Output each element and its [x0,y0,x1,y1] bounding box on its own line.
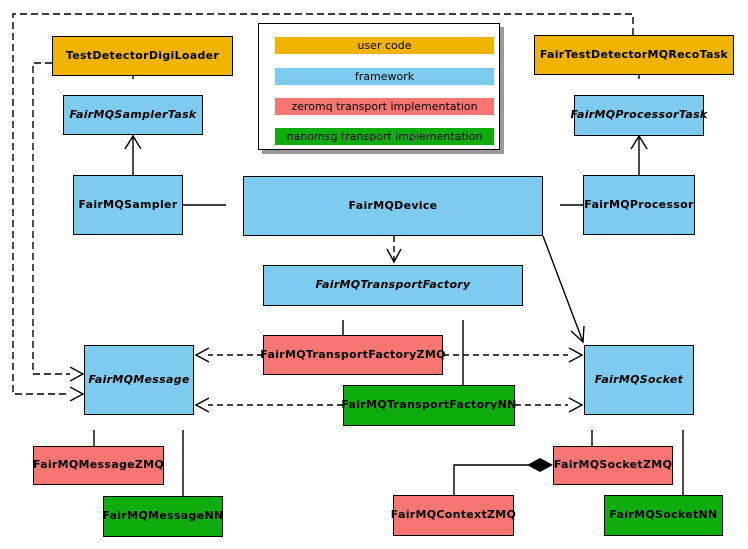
edge-tfnn-to-socket [515,397,584,413]
edge-device-to-transportfactory [386,236,402,264]
node-fair-test-detector-mq-reco-task: FairTestDetectorMQRecoTask [534,35,734,75]
legend-item-framework: framework [275,68,494,85]
edge-tfnn-to-message [194,397,343,413]
edge-tfzmq-to-message [194,347,263,363]
edge-messagezmq-to-message [86,415,102,446]
edge-processor-to-processortask [630,134,648,175]
node-fairmq-processor: FairMQProcessor [583,175,695,235]
legend-label-nanomsg: nanomsg transport implementation [286,130,483,143]
node-fairmq-socket-zmq: FairMQSocketZMQ [553,446,673,485]
node-fairmq-transport-factory-zmq: FairMQTransportFactoryZMQ [260,335,445,375]
node-fairmq-message: FairMQMessage [84,345,194,415]
node-fairmq-transport-factory-nn: FairMQTransportFactoryNN [341,385,516,426]
node-fairmq-transport-factory: FairMQTransportFactory [263,265,523,306]
edge-recotask-to-message [12,13,634,402]
node-fairmq-processor-task: FairMQProcessorTask [570,95,707,136]
node-test-detector-digi-loader: TestDetectorDigiLoader [52,36,233,76]
edge-processor-to-device [543,197,583,213]
edge-tfzmq-to-socket [443,347,584,363]
edge-tfnn-to-transportfactory [455,306,471,385]
legend-label-framework: framework [354,70,415,83]
legend-box: user code framework zeromq transport imp… [258,23,500,150]
edge-sampler-to-samplertask [124,134,142,175]
legend-item-nanomsg: nanomsg transport implementation [275,128,494,145]
legend-item-user-code: user code [275,37,494,54]
node-fairmq-message-nn: FairMQMessageNN [103,496,223,537]
edge-recotask-to-processortask [631,75,647,94]
node-fairmq-message-zmq: FairMQMessageZMQ [33,446,164,485]
edge-sampler-to-device [183,197,243,213]
node-fairmq-context-zmq: FairMQContextZMQ [391,495,516,536]
edge-digiloader-to-samplertask [125,76,141,94]
legend-item-zeromq: zeromq transport implementation [275,98,494,115]
edge-digiloader-to-message [32,62,85,382]
legend-label-zeromq: zeromq transport implementation [291,100,478,113]
legend-label-user-code: user code [357,39,412,52]
edge-messagenn-to-message [175,415,191,496]
node-fairmq-socket: FairMQSocket [584,345,694,415]
node-fairmq-sampler-task: FairMQSamplerTask [63,95,203,135]
edge-tfzmq-to-transportfactory [335,306,351,335]
node-fairmq-device: FairMQDevice [243,176,543,236]
edge-socketzmq-to-socket [584,415,600,446]
node-fairmq-socket-nn: FairMQSocketNN [604,495,723,536]
edge-socketnn-to-socket [675,415,691,495]
node-fairmq-sampler: FairMQSampler [73,175,183,235]
edge-contextzmq-to-socketzmq [453,458,553,495]
edge-device-to-socket [542,235,585,344]
